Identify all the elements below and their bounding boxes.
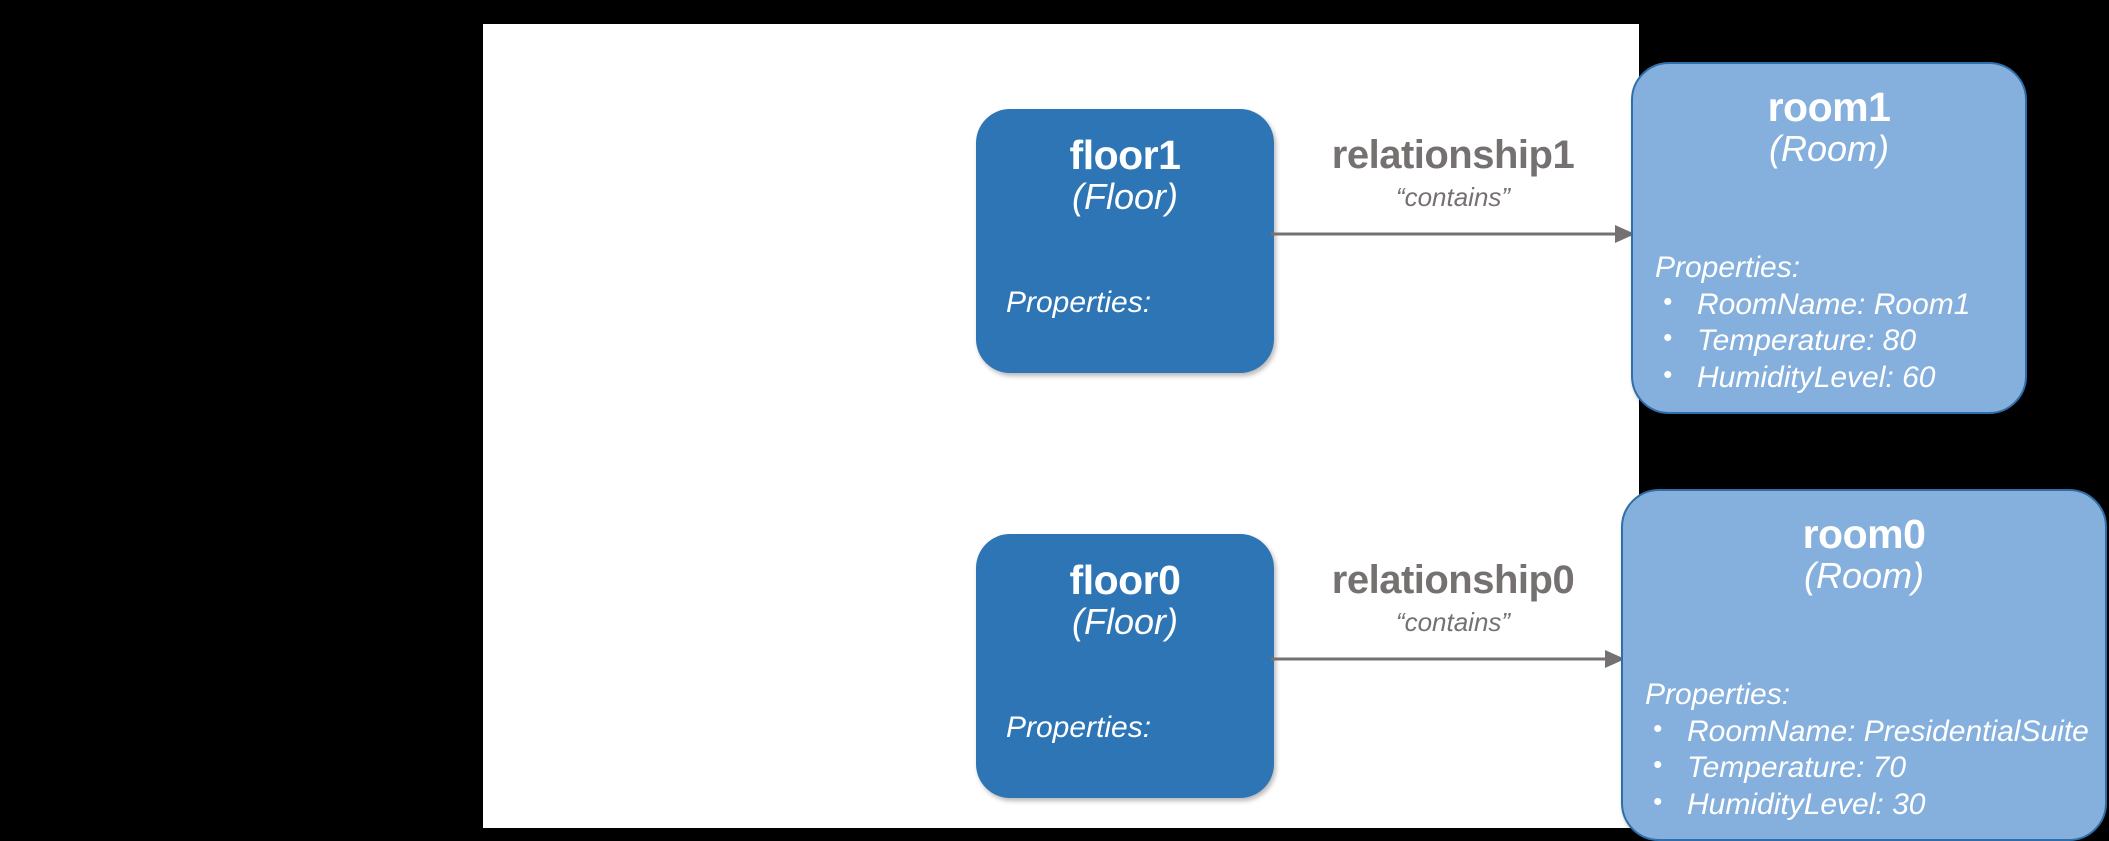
bullet-icon: • bbox=[1663, 358, 1673, 389]
bullet-icon: • bbox=[1653, 712, 1663, 743]
list-item: • RoomName: Room1 bbox=[1655, 285, 1971, 324]
edge-relationship0-sublabel: “contains” bbox=[1395, 607, 1511, 638]
edge-relationship1-label: relationship1 “contains” bbox=[1283, 134, 1623, 214]
node-room1-header: room1 (Room) bbox=[1633, 84, 2025, 170]
list-item: • Temperature: 70 bbox=[1645, 749, 2089, 787]
node-floor0-name: floor0 bbox=[1069, 557, 1181, 603]
edge-relationship0-arrow bbox=[1271, 647, 1625, 676]
property-text: HumidityLevel: 60 bbox=[1697, 360, 1936, 394]
property-text: Temperature: 80 bbox=[1697, 324, 1917, 358]
node-room1-property-list: • RoomName: Room1 • Temperature: 80 • Hu… bbox=[1655, 285, 1971, 397]
edge-relationship1-sublabel: “contains” bbox=[1395, 182, 1511, 213]
node-floor0[interactable]: floor0 (Floor) Properties: bbox=[976, 534, 1274, 798]
node-floor1-type: (Floor) bbox=[1072, 176, 1178, 218]
list-item: • Temperature: 80 bbox=[1655, 322, 1970, 360]
node-floor0-header: floor0 (Floor) bbox=[976, 557, 1274, 643]
bullet-icon: • bbox=[1653, 749, 1663, 780]
node-floor0-properties-label: Properties: bbox=[1006, 711, 1152, 744]
node-room1-properties-label: Properties: bbox=[1655, 251, 1801, 284]
edge-relationship1-arrow bbox=[1271, 222, 1635, 251]
node-room0-name: room0 bbox=[1802, 511, 1926, 557]
bullet-icon: • bbox=[1663, 285, 1673, 316]
node-room0-header: room0 (Room) bbox=[1623, 511, 2105, 597]
property-text: HumidityLevel: 30 bbox=[1687, 787, 1926, 821]
property-text: RoomName: PresidentialSuite bbox=[1687, 714, 2089, 748]
edge-relationship0-label: relationship0 “contains” bbox=[1283, 559, 1623, 639]
list-item: • RoomName: PresidentialSuite bbox=[1645, 712, 2089, 751]
node-room0-property-list: • RoomName: PresidentialSuite • Temperat… bbox=[1645, 712, 2089, 824]
node-room0-type: (Room) bbox=[1803, 555, 1924, 597]
node-room1-properties: Properties: • RoomName: Room1 • Temperat… bbox=[1655, 250, 1970, 396]
node-room0[interactable]: room0 (Room) Properties: • RoomName: Pre… bbox=[1621, 489, 2107, 841]
node-floor1-name: floor1 bbox=[1069, 132, 1181, 178]
node-floor1-header: floor1 (Floor) bbox=[976, 132, 1274, 218]
edge-relationship0-name: relationship0 bbox=[1331, 558, 1575, 602]
property-text: RoomName: Room1 bbox=[1697, 287, 1971, 321]
list-item: • HumidityLevel: 60 bbox=[1655, 358, 1970, 397]
bullet-icon: • bbox=[1653, 785, 1663, 816]
bullet-icon: • bbox=[1663, 322, 1673, 353]
edge-relationship1-name: relationship1 bbox=[1331, 133, 1575, 177]
node-floor1-properties-label: Properties: bbox=[1006, 286, 1152, 319]
node-room1-name: room1 bbox=[1767, 84, 1891, 130]
node-room1-type: (Room) bbox=[1768, 128, 1889, 170]
node-floor0-type: (Floor) bbox=[1072, 601, 1178, 643]
slide-canvas: floor1 (Floor) Properties: relationship1… bbox=[483, 24, 2107, 841]
node-room0-properties: Properties: • RoomName: PresidentialSuit… bbox=[1645, 677, 2089, 823]
list-item: • HumidityLevel: 30 bbox=[1645, 785, 2089, 824]
property-text: Temperature: 70 bbox=[1687, 751, 1907, 785]
node-room1[interactable]: room1 (Room) Properties: • RoomName: Roo… bbox=[1631, 62, 2027, 414]
node-room0-properties-label: Properties: bbox=[1645, 678, 1791, 711]
node-floor1[interactable]: floor1 (Floor) Properties: bbox=[976, 109, 1274, 373]
